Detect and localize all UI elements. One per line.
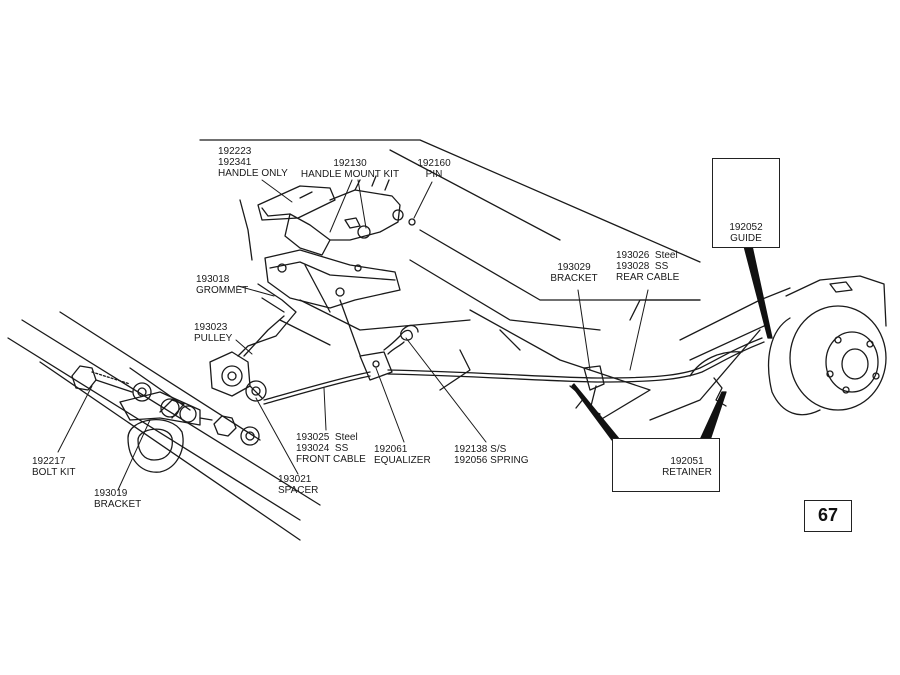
label-retainer: 192051 RETAINER bbox=[662, 456, 712, 478]
handle-assembly bbox=[239, 175, 416, 261]
label-front-cable: 193025 Steel 193024 SS FRONT CABLE bbox=[296, 432, 366, 465]
equalizer-spring bbox=[359, 324, 419, 381]
label-spacer: 193021 SPACER bbox=[278, 474, 319, 496]
retainer-box bbox=[612, 438, 720, 492]
handle-mount-bracket bbox=[237, 249, 401, 357]
rear-cable bbox=[387, 337, 765, 383]
label-guide: 192052 GUIDE bbox=[729, 222, 763, 244]
front-cable bbox=[263, 371, 371, 405]
leader-lines bbox=[57, 179, 649, 491]
crossmember bbox=[7, 311, 321, 541]
label-spring: 192138 S/S 192056 SPRING bbox=[454, 444, 529, 466]
pulley-bracket bbox=[209, 315, 285, 402]
page-number: 67 bbox=[804, 500, 852, 532]
rear-axle-drum bbox=[679, 275, 887, 416]
guide-box bbox=[712, 158, 780, 248]
label-rear-cable: 193026 Steel 193028 SS REAR CABLE bbox=[616, 250, 680, 283]
label-equalizer: 192061 EQUALIZER bbox=[374, 444, 431, 466]
pointer-wedges bbox=[571, 245, 773, 441]
label-handle: 192223 192341 HANDLE ONLY bbox=[218, 146, 288, 179]
label-pin: 192160 PIN bbox=[417, 158, 451, 180]
label-pulley: 193023 PULLEY bbox=[194, 322, 233, 344]
floor-pan-outline bbox=[199, 139, 761, 421]
label-handle-mount-kit: 192130 HANDLE MOUNT KIT bbox=[300, 158, 400, 180]
bolt-kit-hardware bbox=[71, 365, 260, 446]
label-bracket-front: 193019 BRACKET bbox=[94, 488, 142, 510]
label-bracket-rear: 193029 BRACKET bbox=[550, 262, 598, 284]
label-grommet: 193018 GROMMET bbox=[196, 274, 249, 296]
label-bolt-kit: 192217 BOLT KIT bbox=[32, 456, 76, 478]
clamp-bracket bbox=[127, 399, 185, 473]
